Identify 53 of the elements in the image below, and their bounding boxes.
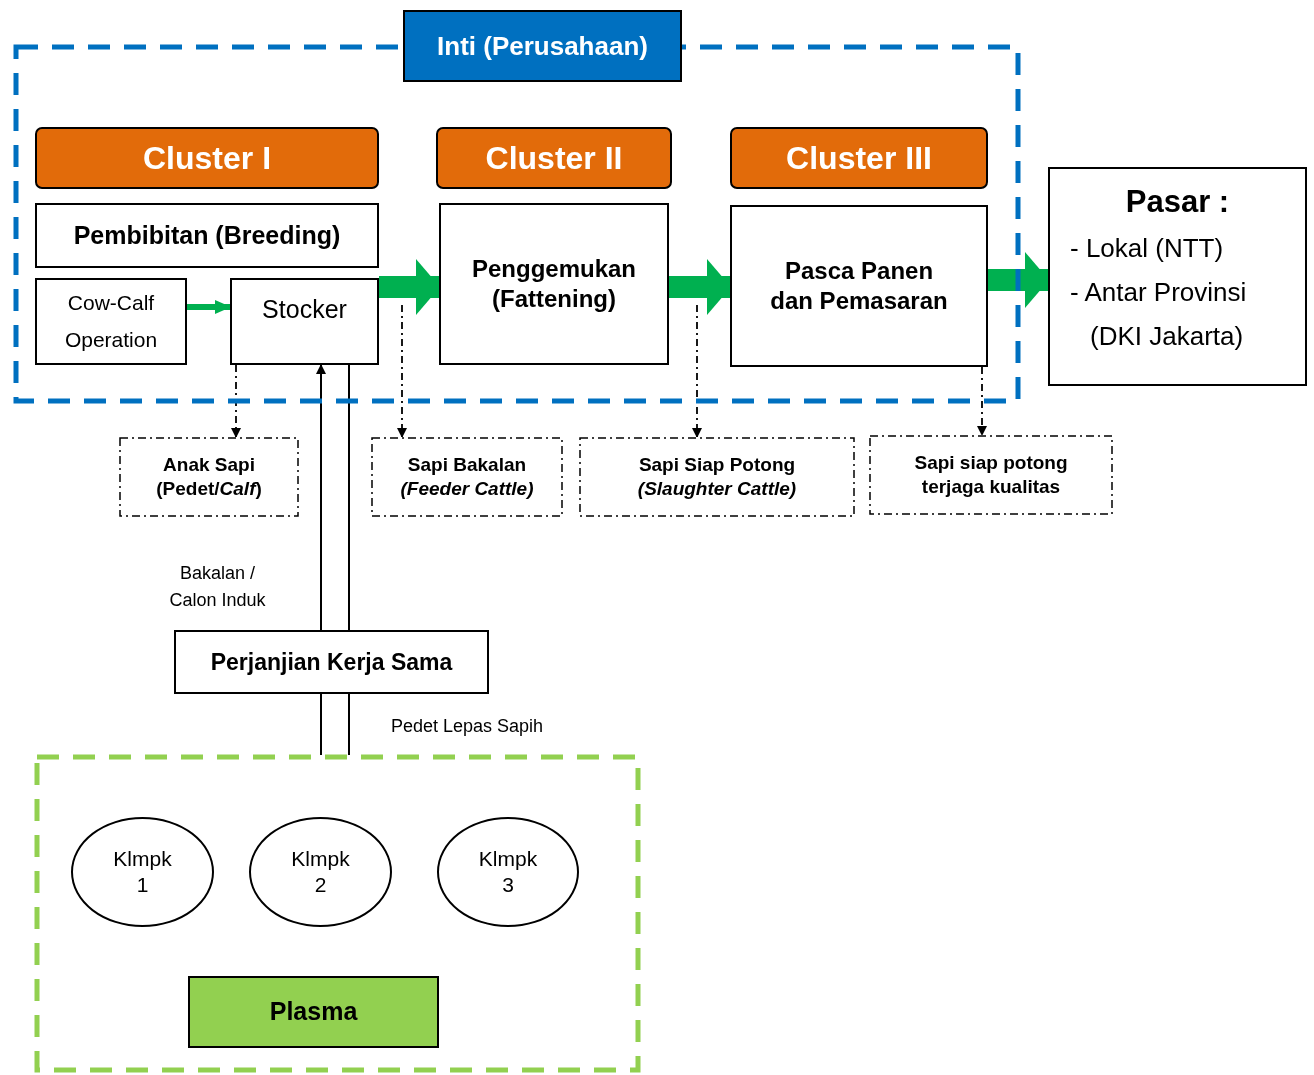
box-label: Klmpk 1 [113, 845, 172, 898]
arrow [316, 364, 326, 631]
box-label: Pembibitan (Breeding) [73, 219, 341, 251]
box-label: Penggemukan (Fattening) [470, 254, 637, 314]
arrow [231, 364, 241, 438]
group-ellipse [71, 817, 214, 927]
box-label: Sapi Bakalan (Feeder Cattle) [399, 453, 535, 501]
process-box [35, 203, 379, 268]
arrow [669, 259, 731, 315]
group-boundary [35, 755, 640, 1072]
box-label: Perjanjian Kerja Sama [210, 647, 453, 677]
arrow [692, 304, 702, 438]
cluster-header [436, 127, 672, 189]
process-box [174, 630, 489, 694]
box-label: Plasma [269, 996, 358, 1028]
cluster-title: Cluster II [485, 139, 623, 178]
arrow [977, 366, 987, 436]
process-box [230, 278, 379, 365]
group-boundary [14, 10, 1020, 403]
output-box [371, 437, 563, 517]
box-label: Sapi siap potong terjaga kualitas [913, 451, 1069, 499]
box-label: Cow-Calf Operation [63, 289, 159, 353]
connector-line [348, 693, 350, 756]
market-item: - Antar Provinsi (DKI Jakarta) [1069, 275, 1248, 354]
cluster-header [730, 127, 988, 189]
cluster-title: Cluster III [786, 139, 932, 178]
market-title: Pasar : [1124, 183, 1231, 221]
cluster-header [35, 127, 379, 189]
market-item: - Lokal (NTT) [1069, 231, 1225, 265]
process-box [35, 278, 187, 365]
connector-line [320, 693, 322, 756]
arrow [187, 300, 231, 314]
box-label: Anak Sapi (Pedet/Calf) [155, 453, 263, 501]
box-label: Stocker [262, 294, 347, 325]
box-label: Klmpk 2 [291, 845, 350, 898]
output-box [869, 435, 1113, 515]
group-header: Inti (Perusahaan) [403, 10, 682, 82]
plasma-box [188, 976, 439, 1048]
group-ellipse [249, 817, 392, 927]
process-box [730, 205, 988, 367]
box-label: Pasca Panen dan Pemasaran [769, 256, 949, 316]
box-label: Sapi Siap Potong (Slaughter Cattle) [636, 453, 798, 501]
output-box [579, 437, 855, 517]
arrow [397, 304, 407, 438]
arrow [988, 252, 1049, 308]
box-label: Klmpk 3 [478, 845, 538, 898]
arrow [379, 259, 440, 315]
cluster-title: Cluster I [143, 139, 271, 178]
connector-line [348, 364, 350, 631]
group-ellipse [437, 817, 579, 927]
process-box [439, 203, 669, 365]
output-box [119, 437, 299, 517]
market-box [1048, 167, 1307, 386]
